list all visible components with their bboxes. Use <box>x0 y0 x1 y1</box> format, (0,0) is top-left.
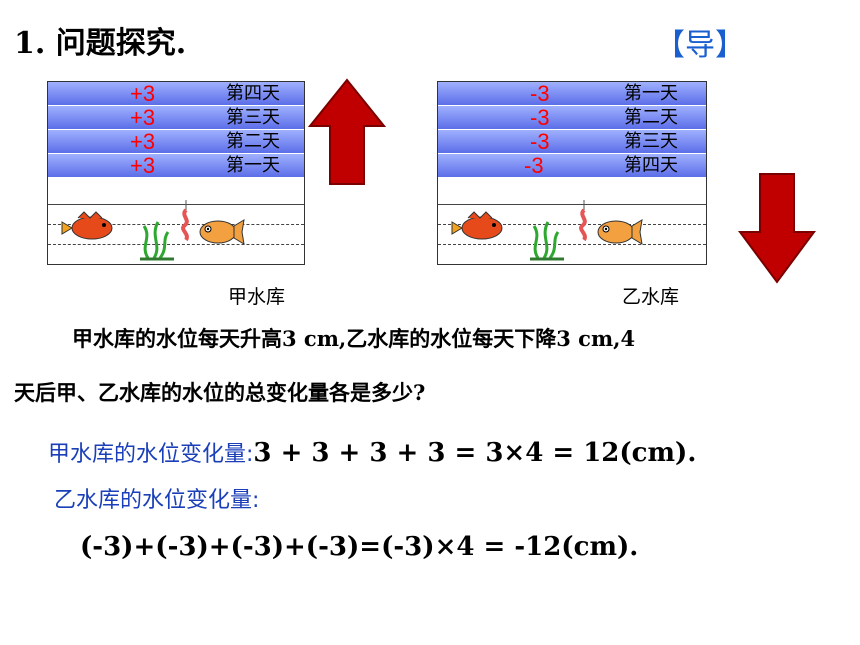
fish-scene-icon <box>451 200 643 261</box>
day-label: 第一天 <box>624 83 678 104</box>
tank-b: -3 第一天 -3 第二天 -3 第三天 -3 第四天 <box>437 81 707 265</box>
day-label: 第四天 <box>624 155 678 176</box>
fish-scene-icon <box>61 200 245 261</box>
tank-a-band: +3 第一天 <box>48 154 304 178</box>
tank-b-band: -3 第三天 <box>438 130 706 154</box>
tank-b-band: -3 第二天 <box>438 106 706 130</box>
day-label: 第三天 <box>624 131 678 152</box>
water-line <box>48 204 304 205</box>
tank-a-band: +3 第四天 <box>48 82 304 106</box>
answer-a: 甲水库的水位变化量:3 + 3 + 3 + 3 = 3×4 = 12(cm). <box>48 436 696 468</box>
answer-b-formula: (-3)+(-3)+(-3)+(-3)=(-3)×4 = -12(cm). <box>80 532 639 562</box>
level-change: -3 <box>530 81 550 106</box>
answer-b-label: 乙水库的水位变化量: <box>54 488 260 513</box>
tank-a-caption: 甲水库 <box>228 286 286 308</box>
water-line <box>438 224 706 225</box>
day-label: 第三天 <box>226 107 280 128</box>
guide-badge: 【导】 <box>655 28 745 63</box>
level-change: -3 <box>530 129 550 154</box>
tank-b-band: -3 第四天 <box>438 154 706 178</box>
answer-a-label: 甲水库的水位变化量: <box>48 442 254 467</box>
water-line <box>48 224 304 225</box>
level-change: +3 <box>130 81 156 106</box>
day-label: 第一天 <box>226 155 280 176</box>
level-change: -3 <box>524 153 544 178</box>
water-line <box>438 244 706 245</box>
question-line-2: 天后甲、乙水库的水位的总变化量各是多少? <box>14 380 426 405</box>
tank-a-band: +3 第二天 <box>48 130 304 154</box>
tank-a-band: +3 第三天 <box>48 106 304 130</box>
question-line-1: 甲水库的水位每天升高3 cm,乙水库的水位每天下降3 cm,4 <box>72 326 636 351</box>
level-change: +3 <box>130 129 156 154</box>
water-line <box>438 204 706 205</box>
tank-b-caption: 乙水库 <box>622 286 680 308</box>
level-change: +3 <box>130 105 156 130</box>
level-change: +3 <box>130 153 156 178</box>
tank-a-water <box>48 178 304 264</box>
tank-a: +3 第四天 +3 第三天 +3 第二天 +3 第一天 <box>47 81 305 265</box>
day-label: 第四天 <box>226 83 280 104</box>
page-title: 1. 问题探究. <box>14 26 187 61</box>
day-label: 第二天 <box>226 131 280 152</box>
arrow-down-icon <box>738 173 816 284</box>
arrow-up-icon <box>308 78 386 185</box>
water-line <box>48 244 304 245</box>
tank-b-water <box>438 178 706 264</box>
answer-a-formula: 3 + 3 + 3 + 3 = 3×4 = 12(cm). <box>253 438 697 468</box>
level-change: -3 <box>530 105 550 130</box>
tank-b-band: -3 第一天 <box>438 82 706 106</box>
day-label: 第二天 <box>624 107 678 128</box>
